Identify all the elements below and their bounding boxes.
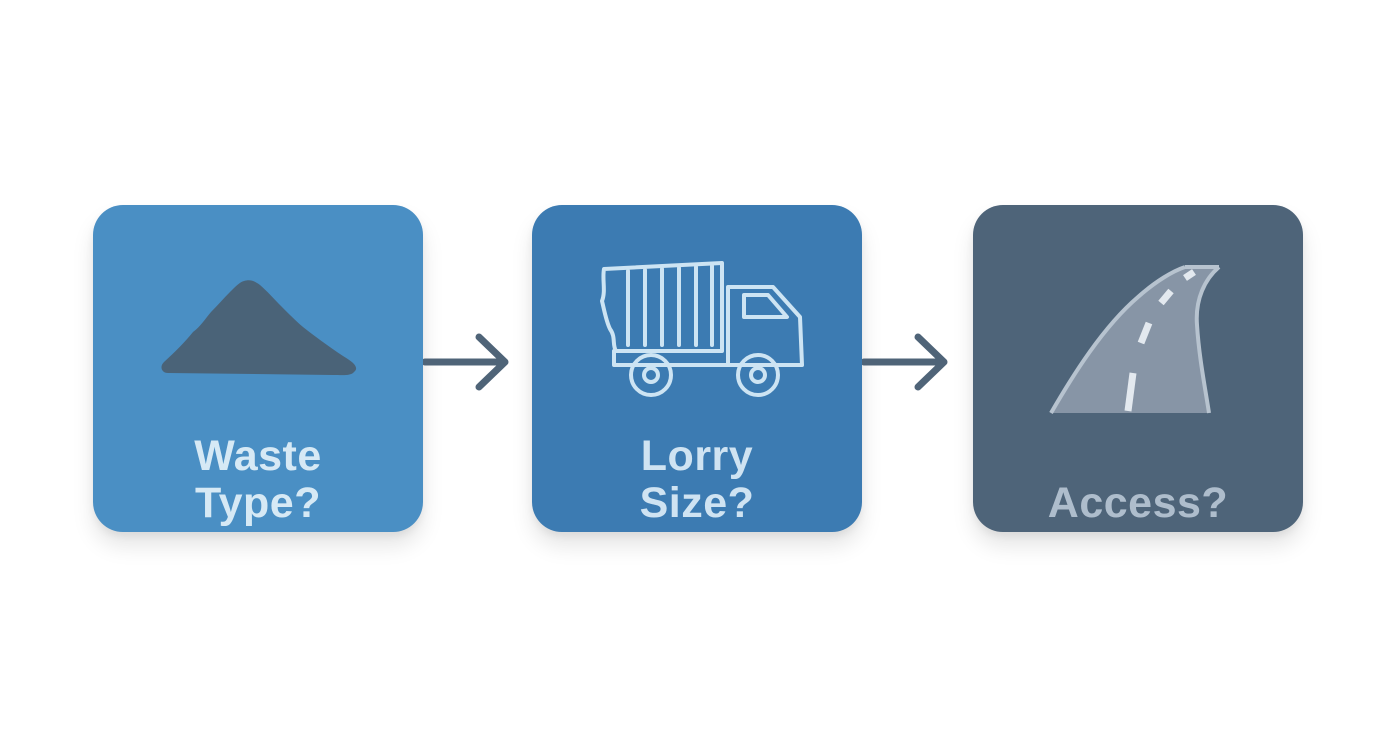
arrow-right-icon <box>862 333 948 391</box>
step-label-line-1: Waste <box>194 432 322 480</box>
step-label: Lorry Size? <box>532 433 862 527</box>
arrow-2-shape <box>862 333 948 391</box>
step-card-access: Access? <box>973 205 1303 532</box>
step-card-lorry-size: Lorry Size? <box>532 205 862 532</box>
road-center-dashes <box>1124 269 1196 412</box>
lorry-drawing <box>600 261 804 397</box>
step-label: Access? <box>973 480 1303 527</box>
step-label: Waste Type? <box>93 433 423 527</box>
step-label-line-1: Lorry <box>640 432 754 480</box>
step-label-line-2: Size? <box>639 479 755 527</box>
waste-pile-shape <box>161 280 357 376</box>
step-label-line-2: Type? <box>195 479 321 527</box>
arrow-1-shape <box>423 333 509 391</box>
road-edge-right <box>1194 265 1221 414</box>
road-icon <box>1049 265 1221 415</box>
road-edge-left <box>1049 265 1186 415</box>
road-surface <box>1051 267 1219 413</box>
arrow-right-icon <box>423 333 509 391</box>
waste-pile-icon <box>161 280 357 376</box>
lorry-icon <box>600 261 804 397</box>
step-card-waste-type: Waste Type? <box>93 205 423 532</box>
step-label-line-2: Access? <box>1047 479 1229 527</box>
